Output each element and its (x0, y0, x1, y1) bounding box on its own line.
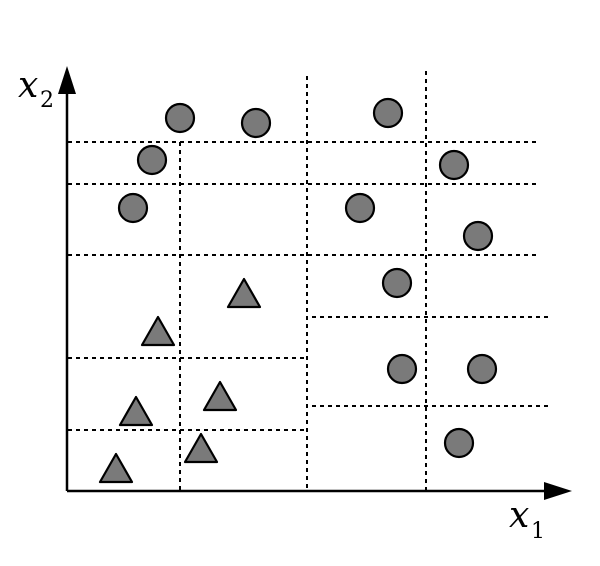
circle-point (443, 427, 475, 459)
axes (58, 66, 572, 500)
y-axis-label: x 2 (18, 65, 54, 113)
circle-point (466, 353, 498, 385)
partition-lines (68, 71, 548, 491)
circle-point (438, 149, 470, 181)
triangle-point (183, 432, 219, 464)
circle-point (344, 192, 376, 224)
circle-point (136, 144, 168, 176)
triangle-point (98, 452, 134, 484)
y-axis-label-subscript: 2 (40, 88, 54, 113)
x-axis-label: x 1 (509, 495, 545, 544)
y-axis-label-main: x (18, 65, 38, 106)
triangle-point (118, 395, 154, 427)
triangle-point (226, 277, 262, 309)
circle-point (381, 267, 413, 299)
circle-point (164, 102, 196, 134)
y-axis-arrowhead (58, 66, 76, 94)
x-axis-arrowhead (544, 482, 572, 500)
circle-point (386, 353, 418, 385)
triangle-point (140, 315, 176, 347)
triangle-points (98, 277, 262, 484)
circle-point (117, 192, 149, 224)
x-axis-label-subscript: 1 (531, 519, 545, 544)
circle-point (462, 220, 494, 252)
x-axis-label-main: x (509, 495, 529, 536)
circle-points (117, 97, 498, 459)
triangle-point (202, 380, 238, 412)
circle-point (372, 97, 404, 129)
circle-point (240, 107, 272, 139)
